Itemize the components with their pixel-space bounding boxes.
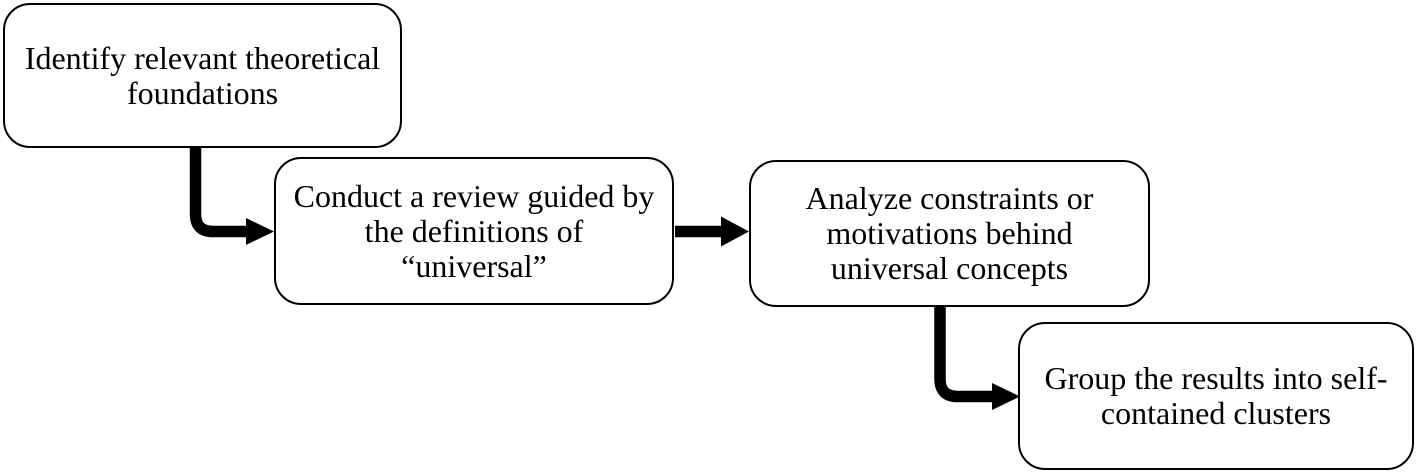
step-label: Group the results into self- contained c… [1044,361,1387,431]
step-label-line: foundations [126,74,279,111]
step-label: Analyze constraints or motivations behin… [806,181,1094,286]
step-label-line: universal concepts [830,250,1069,286]
step-label-line: motivations behind [826,215,1073,251]
step-label-line: Identify relevant theoretical [24,39,381,76]
step-label: Identify relevant theoretical foundation… [24,39,381,111]
connector-step1-step2 [189,146,274,245]
step-box-analyze-constraints: Analyze constraints or motivations behin… [749,160,1150,307]
step-label-line: Conduct a review guided by [293,177,655,214]
step-label-line: Analyze constraints or [805,180,1094,216]
connector-step2-step3 [675,216,749,247]
step-label-line: contained clusters [1100,395,1332,431]
connector-step3-step4 [934,306,1020,410]
step-box-group-results: Group the results into self- contained c… [1018,322,1414,470]
step-label-line: the definitions of [364,212,584,249]
step-label: Conduct a review guided by the definitio… [293,177,655,284]
step-box-identify-foundations: Identify relevant theoretical foundation… [3,3,402,148]
step-label-line: Group the results into self- [1044,360,1388,396]
step-label-line: “universal” [401,247,547,284]
step-box-conduct-review: Conduct a review guided by the definitio… [274,157,674,305]
